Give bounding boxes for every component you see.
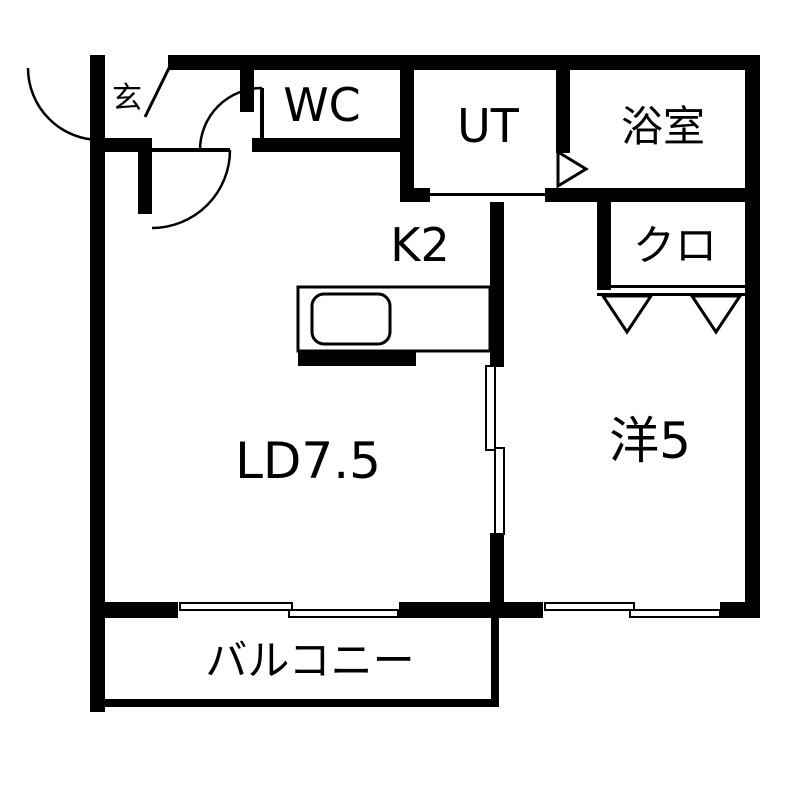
- window-panel: [179, 602, 293, 611]
- room-label-kitchen: K2: [390, 218, 449, 272]
- window-western-room: [543, 601, 721, 619]
- window-panel: [629, 609, 721, 618]
- wall-bath-bottom: [545, 188, 760, 202]
- sliding-door-panel: [485, 365, 496, 451]
- walls: [90, 55, 760, 712]
- wall-ld-bottom-right: [397, 602, 504, 618]
- entrance-door-arc-icon: [26, 67, 102, 142]
- room-label-genkan: 玄: [112, 81, 142, 116]
- door-swing-arc: [198, 86, 263, 151]
- kitchen-fixtures: [296, 285, 492, 353]
- window-panel: [544, 602, 635, 611]
- sliding-door-panel: [494, 447, 505, 535]
- living-door-arc-icon: [151, 148, 232, 230]
- room-label-western: 洋5: [609, 412, 691, 470]
- wc-door-arc-icon: [198, 86, 264, 151]
- window-panel: [288, 609, 399, 618]
- closet-track-line-top: [597, 285, 745, 288]
- wall-wc-bottom: [252, 138, 400, 152]
- wall-ut-bottom-left: [400, 188, 430, 202]
- room-label-balcony: バルコニー: [205, 636, 414, 685]
- wall-right-outer: [745, 55, 760, 618]
- window-ld-balcony: [178, 601, 399, 619]
- wall-top-outer: [168, 55, 760, 70]
- wall-wc-left-stub: [240, 70, 254, 112]
- wall-ld-bottom-left: [105, 602, 180, 618]
- room-label-ut: UT: [457, 99, 520, 153]
- closet-track-line-bottom: [597, 293, 745, 296]
- wall-west-bottom-right: [718, 602, 760, 618]
- door-symbols: [26, 65, 264, 230]
- wall-ut-bath: [556, 55, 570, 153]
- closet-door-triangle-icon: [600, 294, 654, 335]
- wall-hall-stub: [138, 152, 152, 214]
- balcony-rail-bottom: [90, 699, 499, 707]
- wall-west-bottom-left: [504, 602, 545, 618]
- wall-closet-left: [597, 202, 611, 290]
- ut-door-line: [430, 193, 545, 196]
- room-labels: 玄 WC UT 浴室 K2 クロ LD7.5 洋5 バルコニー: [112, 78, 717, 685]
- wall-ld-west-lower: [490, 533, 504, 602]
- wall-ld-west-upper: [490, 202, 504, 367]
- room-label-bathroom: 浴室: [621, 102, 705, 151]
- room-label-living: LD7.5: [235, 432, 381, 490]
- wall-wc-ut: [400, 55, 414, 202]
- wall-hall-bottom: [105, 138, 152, 152]
- closet-door-triangle-icon: [689, 294, 743, 335]
- bath-door-triangle-icon: [556, 149, 589, 189]
- triangle-door-markers: [556, 149, 743, 335]
- sliding-door-ld-west: [485, 365, 505, 535]
- room-label-wc: WC: [283, 78, 361, 132]
- door-swing-arc: [26, 67, 101, 142]
- door-swing-arc: [151, 149, 232, 230]
- room-label-closet: クロ: [633, 221, 717, 270]
- kitchen-sink-icon: [310, 292, 392, 346]
- balcony-rail-right: [491, 618, 499, 707]
- genkan-step-line: [143, 65, 172, 118]
- wall-kitchen-counter-base: [298, 349, 416, 366]
- windows: [178, 365, 721, 619]
- wall-left-outer: [90, 55, 105, 712]
